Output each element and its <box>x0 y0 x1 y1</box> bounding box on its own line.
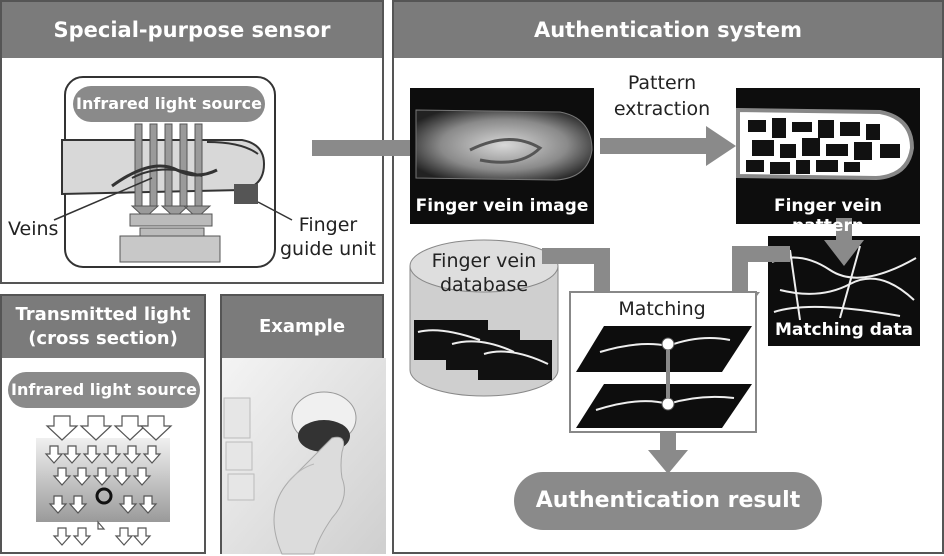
keyboard <box>223 397 255 501</box>
finger-vein-pattern-caption: Finger vein pattern <box>773 196 883 236</box>
database-label-line2: database <box>439 274 529 296</box>
database-images <box>414 320 552 380</box>
light-rays <box>130 123 212 219</box>
pattern-extraction-label-line2: extraction <box>613 98 711 120</box>
authentication-result: Authentication result <box>514 472 822 530</box>
veins-leader-line <box>53 177 153 221</box>
guide-leader-line <box>257 201 293 221</box>
transmitted-light-title: Transmitted light (cross section) <box>2 296 204 358</box>
vein-curve <box>131 168 203 179</box>
transmitted-light-title-line2: (cross section) <box>28 328 178 349</box>
finger-vein-image-caption: Finger vein image <box>415 196 589 216</box>
finger-guide-unit <box>234 184 258 204</box>
database-label-line1: Finger vein <box>431 250 537 272</box>
sensor-lens <box>129 213 213 227</box>
matching-data-caption: Matching data <box>775 320 913 340</box>
sensor-panel-title: Special-purpose sensor <box>2 2 382 58</box>
finger-guide-label-line2: guide unit <box>280 238 376 260</box>
database-top <box>409 239 559 293</box>
vein-cross-section <box>95 487 113 505</box>
example-panel-title: Example <box>222 296 382 358</box>
pattern-to-matching-data-arrow <box>824 218 864 266</box>
fingernail <box>206 141 259 155</box>
matching-label: Matching <box>618 298 706 320</box>
pattern-extraction-label-line1: Pattern <box>627 72 697 94</box>
sensor-to-image-arrow <box>312 128 472 168</box>
finger-guide-label-line1: Finger <box>298 214 358 236</box>
transmitted-light-panel: Transmitted light (cross section) Infrar… <box>0 294 206 554</box>
matching-to-result-arrow <box>648 432 688 474</box>
sensor-light-source-label: Infrared light source <box>73 86 265 122</box>
transmitted-light-title-line1: Transmitted light <box>15 304 191 325</box>
transmitted-light-source-label: Infrared light source <box>8 372 200 408</box>
cross-section-illustration <box>36 415 173 546</box>
example-panel: Example <box>220 294 386 555</box>
example-photo <box>222 358 386 555</box>
sensor-base <box>119 235 221 263</box>
veins-label: Veins <box>8 218 59 240</box>
auth-system-title: Authentication system <box>394 2 942 58</box>
transmitted-arrows <box>44 415 173 546</box>
extraction-arrow <box>600 126 736 166</box>
sensor-illustration <box>53 76 293 268</box>
